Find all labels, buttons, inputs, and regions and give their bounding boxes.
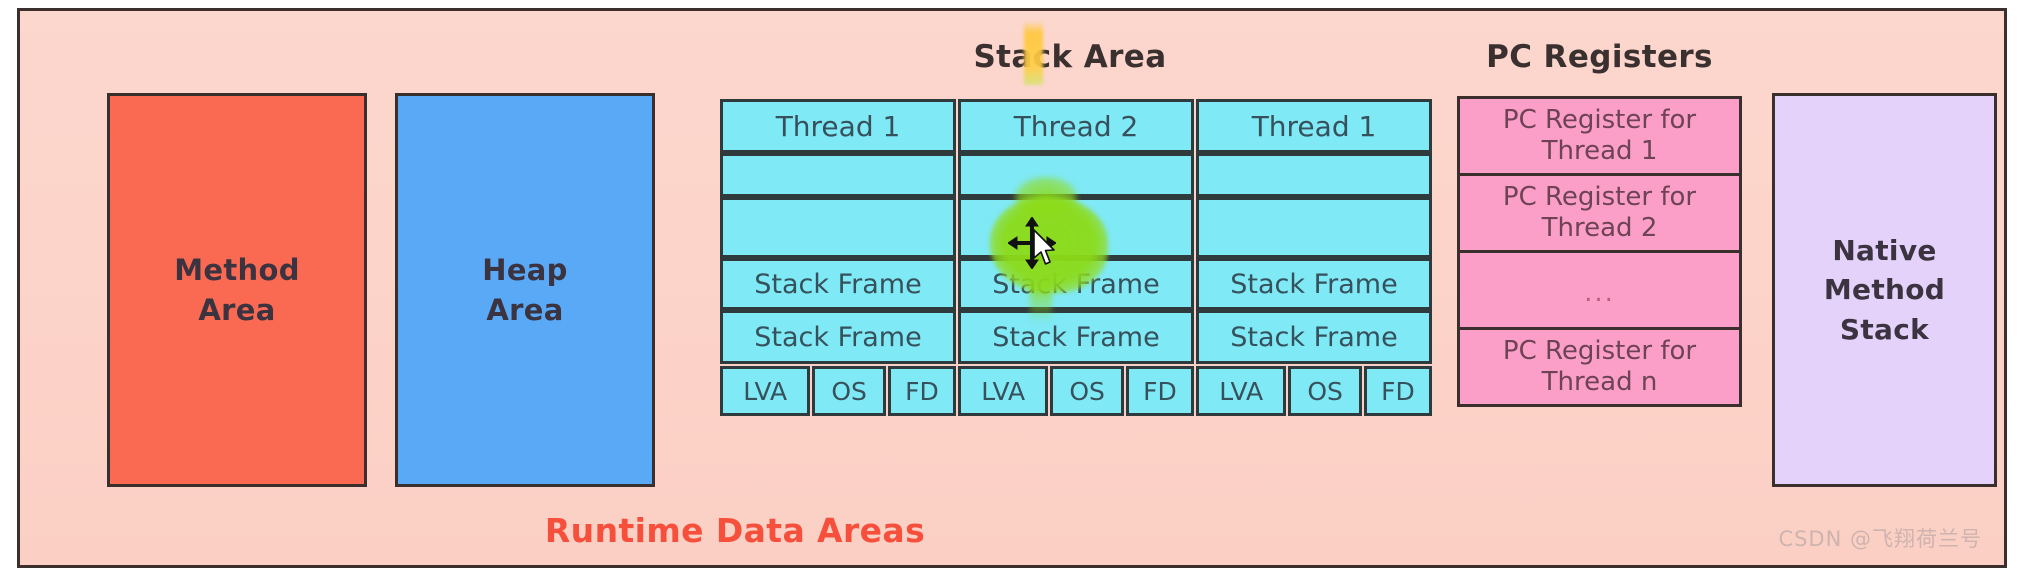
lva-cell[interactable]: LVA <box>1196 366 1287 416</box>
stack-thread-header-3[interactable]: Thread 1 <box>1196 99 1432 153</box>
os-cell[interactable]: OS <box>812 366 886 416</box>
stack-frame-cell[interactable]: Stack Frame <box>1196 258 1432 310</box>
fd-cell[interactable]: FD <box>1363 366 1433 416</box>
fd-cell[interactable]: FD <box>887 366 957 416</box>
stack-frame-cell[interactable]: Stack Frame <box>958 258 1194 310</box>
stack-frame-cell[interactable]: Stack Frame <box>1196 310 1432 364</box>
stack-frame-row-2: Stack Frame Stack Frame Stack Frame <box>720 310 1432 364</box>
frame-parts-group-2: LVA OS FD <box>958 366 1195 416</box>
lva-cell[interactable]: LVA <box>958 366 1049 416</box>
stack-frame-parts-row: LVA OS FD LVA OS FD LVA OS FD <box>720 366 1433 416</box>
stack-empty-cell[interactable] <box>1196 153 1432 197</box>
stack-area-table: Thread 1 Thread 2 Thread 1 Stack Frame S… <box>720 99 1433 479</box>
pc-register-row-ellipsis[interactable]: ... <box>1457 250 1742 330</box>
csdn-watermark: CSDN @飞翔荷兰号 <box>1778 527 1982 551</box>
stack-frame-cell[interactable]: Stack Frame <box>720 310 956 364</box>
stack-thread-header-1[interactable]: Thread 1 <box>720 99 956 153</box>
pc-register-row-thread-n[interactable]: PC Register for Thread n <box>1457 327 1742 407</box>
stack-empty-cell[interactable] <box>720 153 956 197</box>
diagram-caption: Runtime Data Areas <box>544 511 926 550</box>
diagram-caption-wrapper: Runtime Data Areas <box>235 511 1235 550</box>
os-cell[interactable]: OS <box>1288 366 1362 416</box>
stack-empty-row-2 <box>720 197 1432 258</box>
stack-empty-cell[interactable] <box>958 153 1194 197</box>
stack-empty-cell[interactable] <box>1196 197 1432 258</box>
native-method-stack-box[interactable]: Native Method Stack <box>1772 93 1997 487</box>
stack-empty-cell[interactable] <box>720 197 956 258</box>
frame-parts-group-3: LVA OS FD <box>1196 366 1433 416</box>
os-cell[interactable]: OS <box>1050 366 1124 416</box>
stack-empty-cell[interactable] <box>958 197 1194 258</box>
native-method-stack-label: Native Method Stack <box>1823 234 1946 346</box>
stack-frame-row-1: Stack Frame Stack Frame Stack Frame <box>720 258 1432 310</box>
stack-frame-cell[interactable]: Stack Frame <box>720 258 956 310</box>
method-area-box[interactable]: Method Area <box>107 93 367 487</box>
pc-registers-title: PC Registers <box>1486 39 1713 75</box>
stack-area-title: Stack Area <box>973 39 1167 75</box>
stack-empty-row-1 <box>720 153 1432 197</box>
heap-area-box[interactable]: Heap Area <box>395 93 655 487</box>
frame-parts-group-1: LVA OS FD <box>720 366 957 416</box>
pc-register-row-thread-1[interactable]: PC Register for Thread 1 <box>1457 96 1742 176</box>
stack-thread-header-2[interactable]: Thread 2 <box>958 99 1194 153</box>
method-area-label: Method Area <box>174 252 300 327</box>
stack-thread-header-row: Thread 1 Thread 2 Thread 1 <box>720 99 1432 153</box>
runtime-data-areas-diagram: Method Area Heap Area Stack Area Thread … <box>17 8 2007 568</box>
heap-area-label: Heap Area <box>482 252 568 327</box>
pc-register-row-thread-2[interactable]: PC Register for Thread 2 <box>1457 173 1742 253</box>
pc-registers-table: PC Register for Thread 1 PC Register for… <box>1457 96 1742 407</box>
fd-cell[interactable]: FD <box>1125 366 1195 416</box>
lva-cell[interactable]: LVA <box>720 366 811 416</box>
stack-frame-cell[interactable]: Stack Frame <box>958 310 1194 364</box>
